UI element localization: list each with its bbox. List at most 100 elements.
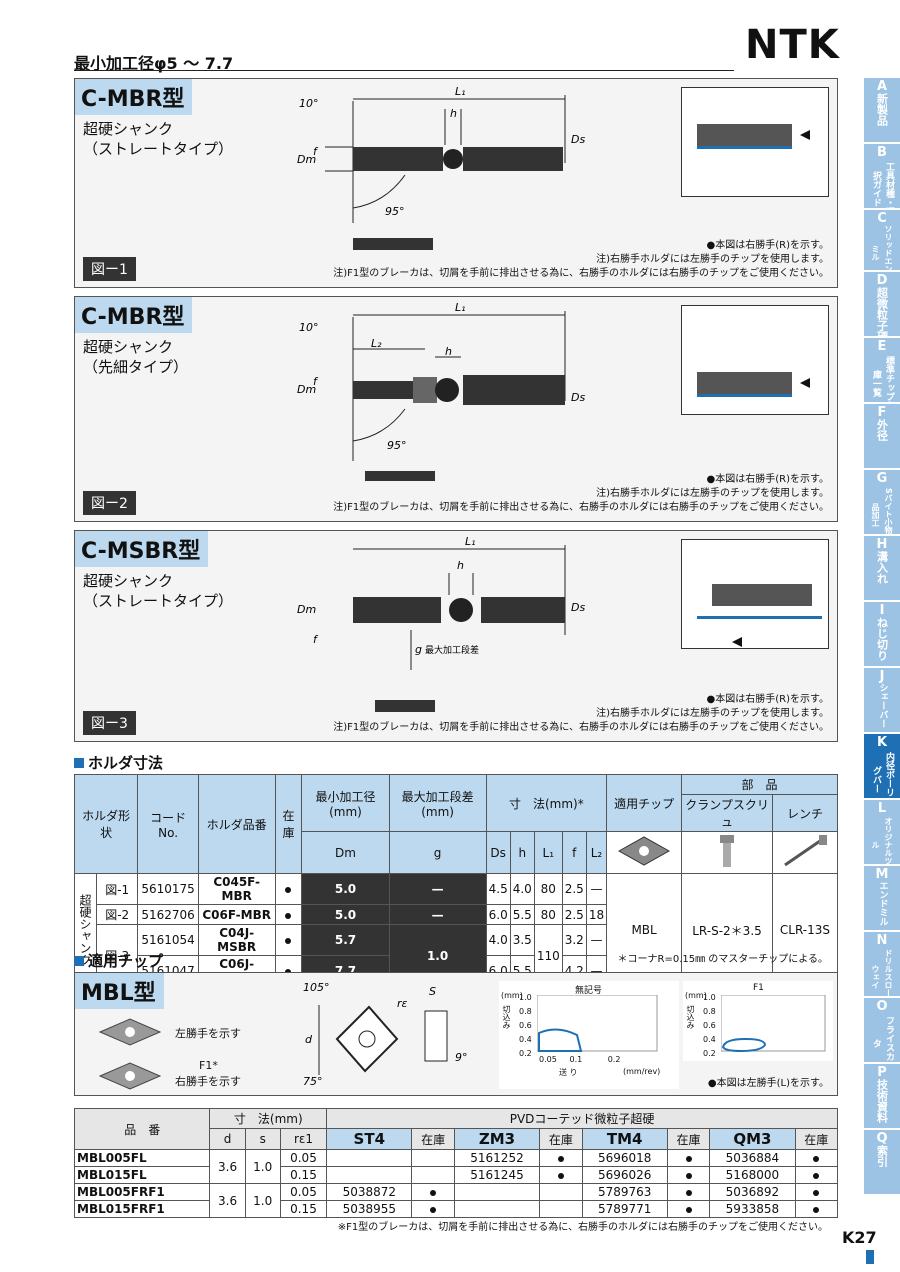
note-1: ●本図は右勝手(R)を示す。: [706, 240, 829, 251]
chip-image: [606, 831, 683, 874]
zm3-cell: 5161252: [453, 1149, 541, 1167]
tm4-cell: 5696026: [581, 1166, 668, 1184]
col-screw: クランプスクリュ: [681, 794, 773, 832]
chip-panel: MBL型 左勝手を示す F1* 右勝手を示す 105° 75° 9° d S r…: [74, 972, 838, 1096]
tab-text: 標準チップ在庫一覧: [871, 356, 894, 404]
dm-cell: 5.0: [301, 904, 390, 925]
tab-letter: O: [876, 999, 888, 1014]
brand-logo: NTK: [745, 22, 840, 68]
re-cell: 0.15: [279, 1200, 328, 1218]
tab-letter: A: [876, 79, 888, 94]
tab-letter: Q: [876, 1131, 888, 1146]
dim-Dm: Dm: [297, 603, 316, 616]
bullet-square-icon: [74, 758, 84, 768]
figure-label: 図ー1: [83, 257, 136, 281]
note-2: 注)右勝手ホルダには左勝手のチップを使用します。: [596, 254, 829, 265]
wrench-image: [771, 831, 839, 874]
dim-d: d: [305, 1033, 313, 1046]
graph-2-title: F1: [753, 983, 764, 993]
col-re: rε1: [279, 1128, 328, 1150]
angle-75: 75°: [303, 1075, 323, 1088]
st4-cell: 5038872: [326, 1183, 413, 1201]
zm3-cell: 5161245: [453, 1166, 541, 1184]
col-max-step: 最大加工段差(mm): [388, 774, 487, 832]
s-cell: 1.0: [244, 1149, 281, 1184]
s-cell: 1.0: [244, 1183, 281, 1218]
chip-heading-text: 適用チップ: [88, 952, 164, 970]
col-pvd: PVDコーテッド微粒子超硬: [326, 1108, 838, 1129]
tab-letter: M: [875, 867, 889, 882]
code-cell: 5610175: [137, 873, 199, 905]
re-cell: 0.05: [279, 1149, 328, 1167]
stock-dot-icon: [813, 1207, 820, 1213]
bullet-square-icon: [74, 956, 84, 966]
dim-Dm: Dm: [297, 383, 316, 396]
tab-letter: F: [877, 405, 887, 420]
zm3-stock: [539, 1149, 583, 1167]
screw-image: [681, 831, 773, 874]
tm4-stock: [666, 1200, 711, 1218]
tab-letter: B: [877, 145, 887, 160]
f-cell: 3.2: [561, 924, 587, 956]
tab-text: シェーバー: [877, 683, 888, 728]
tab-letter: D: [876, 273, 888, 288]
col-d: d: [209, 1128, 246, 1150]
note-1: ●本図は右勝手(R)を示す。: [706, 474, 829, 485]
grade-st4: ST4: [326, 1128, 413, 1150]
tab-letter: H: [876, 537, 888, 552]
col-h: h: [509, 831, 535, 874]
grade-tm4: TM4: [581, 1128, 668, 1150]
tab-text: ねじ切り: [875, 617, 889, 661]
l2-cell: —: [585, 924, 608, 956]
graph-1-title: 無記号: [575, 986, 603, 996]
chip-table: 品 番 寸 法(mm) PVDコーテッド微粒子超硬 d s rε1 ST4 在庫…: [73, 1108, 839, 1218]
col-dims: 寸 法(mm)*: [485, 774, 608, 832]
stock-dot-icon: [813, 1173, 820, 1179]
y-ticks: 1.0 0.8 0.6 0.4 0.2: [519, 991, 532, 1061]
tm4-stock: [666, 1183, 711, 1201]
tm4-stock: [666, 1166, 711, 1184]
ds-cell: 4.5: [485, 873, 511, 905]
page-marker: [866, 1250, 874, 1264]
tab-letter: N: [876, 933, 888, 948]
col-f: f: [561, 831, 587, 874]
stock-dot-icon: [430, 1190, 437, 1196]
st4-cell: [326, 1149, 413, 1167]
g-cell: —: [388, 904, 487, 925]
h-cell: 4.0: [509, 873, 535, 905]
col-min-dia: 最小加工径(mm): [301, 774, 390, 832]
dim-h: h: [450, 107, 457, 120]
re-cell: 0.15: [279, 1166, 328, 1184]
chip-drawing: 105° 75° 9° d S rε: [303, 981, 468, 1088]
holder-heading-text: ホルダ寸法: [88, 754, 164, 772]
qm3-cell: 5168000: [709, 1166, 796, 1184]
figure-label: 図ー2: [83, 491, 136, 515]
qm3-stock: [794, 1149, 839, 1167]
stock-dot-icon: [813, 1190, 820, 1196]
angle-9: 9°: [455, 1051, 468, 1064]
col-s: s: [244, 1128, 281, 1150]
y-unit: (mm): [685, 991, 707, 1000]
note-3: 注)F1型のブレーカは、切屑を手前に排出させる為に、右勝手のホルダには右勝手のチ…: [333, 268, 829, 279]
zm3-cell: [453, 1183, 541, 1201]
dim-Ds: Ds: [571, 133, 585, 146]
tab-text: 工具材種・選択ガイド: [871, 162, 894, 210]
side-tab-b[interactable]: B 工具材種・選択ガイド: [864, 144, 900, 210]
holder-drawing: 10° L₁ L₂ h Dm f Ds 95°: [297, 301, 585, 481]
